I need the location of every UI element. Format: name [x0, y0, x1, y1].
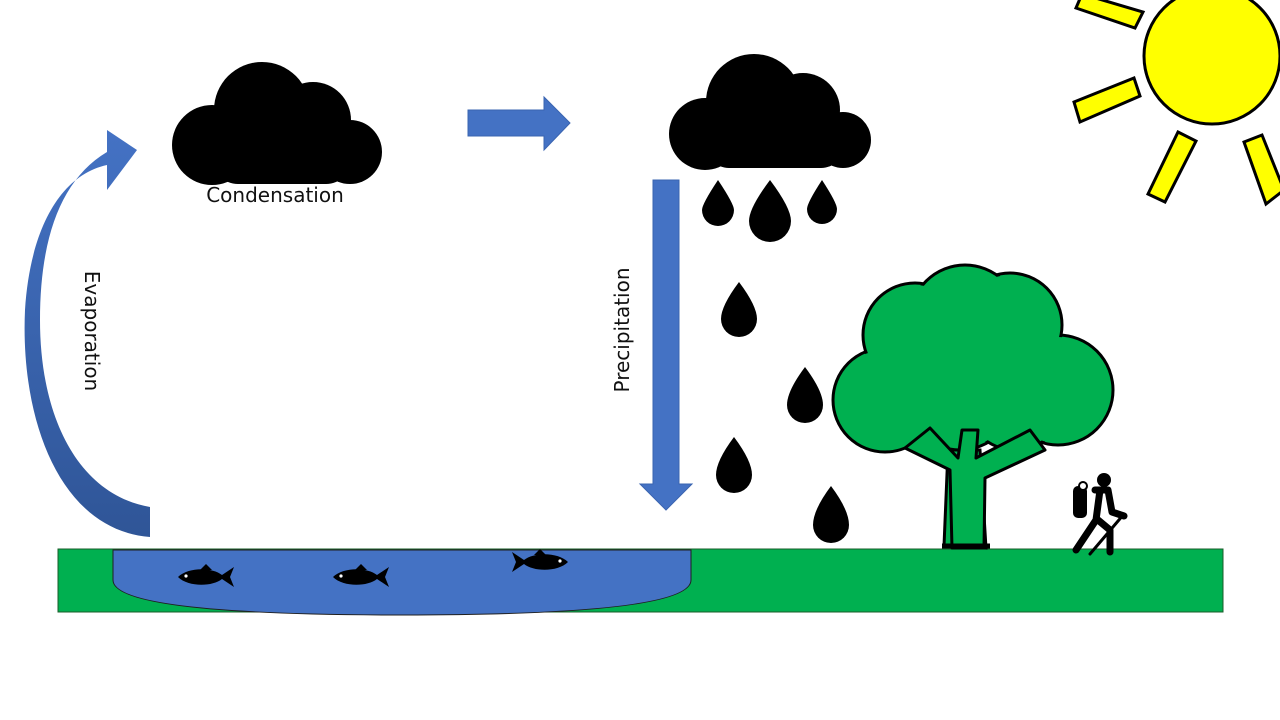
fish-icon [512, 549, 568, 572]
hiker-icon [1072, 473, 1128, 556]
fish-icon [178, 564, 234, 587]
tree-trunk [903, 426, 1047, 550]
evaporation-label: Evaporation [80, 271, 104, 391]
transfer-arrow [467, 95, 571, 152]
raindrop-icon [702, 180, 734, 226]
cloud-icon [172, 62, 382, 185]
cloud-icon [669, 54, 871, 170]
raindrop-icon [813, 486, 849, 543]
precipitation-label: Precipitation [610, 267, 634, 392]
raindrop-icon [807, 180, 837, 224]
tree-canopy-fill [835, 267, 1111, 450]
sun-icon [1072, 0, 1280, 207]
precipitation-arrow [638, 179, 694, 511]
evaporation-arrow [24, 130, 150, 537]
raindrop-icon [721, 282, 757, 337]
condensation-label: Condensation [206, 183, 344, 207]
raindrops [702, 180, 849, 543]
fish-icon [333, 564, 389, 587]
raindrop-icon [787, 367, 823, 423]
raindrop-icon [749, 180, 791, 242]
raindrop-icon [716, 437, 752, 493]
